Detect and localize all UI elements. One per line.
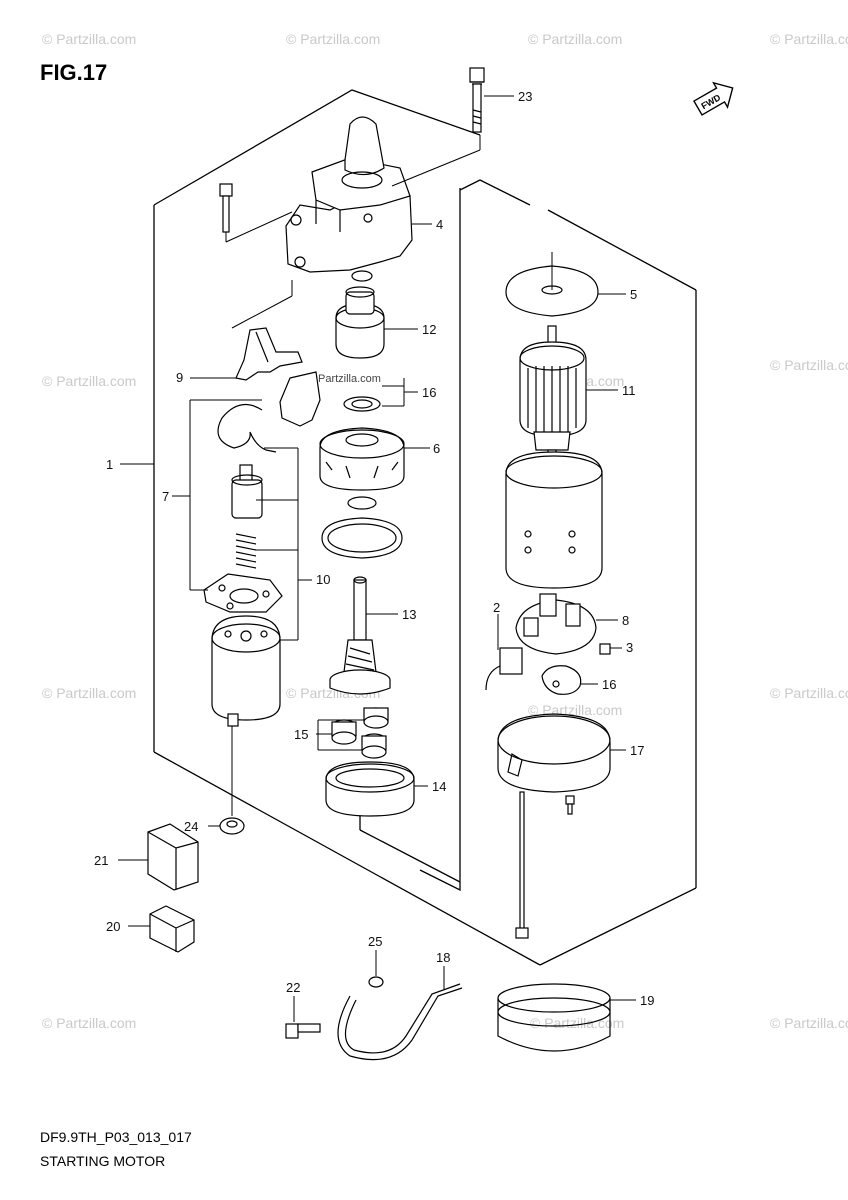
gear-housing [319, 427, 430, 491]
washer-16-right [541, 665, 598, 695]
callout-22: 22 [286, 980, 300, 995]
screw-small [565, 795, 575, 815]
bolt-23 [469, 67, 514, 133]
callout-12: 12 [422, 322, 436, 337]
callout-23: 23 [518, 89, 532, 104]
drive-shaft [329, 576, 398, 695]
callout-25: 25 [368, 934, 382, 949]
brush-lead [485, 614, 523, 691]
band-18 [337, 966, 463, 1061]
group-bracket [120, 399, 312, 641]
pinion-gear [335, 286, 418, 359]
watermark: © Partzilla.com [42, 31, 136, 47]
watermarks: © Partzilla.com © Partzilla.com © Partzi… [42, 31, 848, 1031]
armature [519, 325, 618, 461]
callout-3: 3 [626, 640, 633, 655]
callout-6: 6 [433, 441, 440, 456]
watermark-inline: Partzilla.com [318, 373, 381, 385]
watermark: © Partzilla.com [286, 31, 380, 47]
plunger [231, 464, 263, 519]
callout-1: 1 [106, 457, 113, 472]
spring-clip [217, 403, 277, 453]
relay-21 [118, 823, 199, 891]
callout-18: 18 [436, 950, 450, 965]
watermark: © Partzilla.com [528, 31, 622, 47]
bolt-small [219, 183, 293, 243]
bolt-22 [285, 996, 321, 1039]
gasket-plate [203, 573, 283, 613]
nut-25 [368, 950, 384, 988]
callout-13: 13 [402, 607, 416, 622]
plunger-holder: Partzilla.com [279, 371, 381, 427]
motor-housing-left [211, 615, 281, 727]
watermark: © Partzilla.com [770, 685, 848, 701]
yoke [505, 451, 603, 589]
grommet-24 [208, 726, 245, 835]
callout-17: 17 [630, 743, 644, 758]
callout-7: 7 [162, 489, 169, 504]
callout-labels: 1 2 3 4 5 6 7 8 9 10 11 12 13 14 15 16 1… [94, 89, 654, 1008]
callout-21: 21 [94, 853, 108, 868]
gasket-center [321, 517, 403, 559]
relay-20 [128, 905, 195, 953]
watermark: © Partzilla.com [42, 685, 136, 701]
solenoid-housing [285, 116, 481, 282]
watermark: © Partzilla.com [42, 1015, 136, 1031]
callout-2: 2 [493, 600, 500, 615]
callout-15: 15 [294, 727, 308, 742]
watermark: © Partzilla.com [770, 1015, 848, 1031]
figure-code: DF9.9TH_P03_013_017 [40, 1129, 192, 1145]
shift-lever [190, 327, 303, 381]
spring [235, 533, 257, 569]
fwd-arrow-icon: FWD [693, 81, 734, 116]
watermark: © Partzilla.com [770, 31, 848, 47]
callout-11: 11 [622, 383, 636, 398]
callout-14: 14 [432, 779, 446, 794]
through-bolt [515, 791, 529, 939]
planet-gears [316, 707, 389, 759]
end-cap [497, 713, 626, 793]
callout-10: 10 [316, 572, 330, 587]
callout-8: 8 [622, 613, 629, 628]
brush-holder [515, 593, 618, 655]
ring-19 [497, 983, 636, 1052]
assembly-frame [153, 89, 697, 966]
watermark: © Partzilla.com [770, 357, 848, 373]
internal-gear [325, 761, 428, 817]
watermark: © Partzilla.com [42, 373, 136, 389]
callout-5: 5 [630, 287, 637, 302]
o-ring [347, 496, 377, 510]
figure-title: FIG.17 [40, 60, 107, 85]
callout-16-center: 16 [422, 385, 436, 400]
callout-20: 20 [106, 919, 120, 934]
figure-name: STARTING MOTOR [40, 1153, 165, 1169]
callout-19: 19 [640, 993, 654, 1008]
callout-4: 4 [436, 217, 443, 232]
washers-16 [343, 378, 418, 412]
nut-3 [599, 643, 622, 655]
washer-5 [505, 252, 626, 317]
callout-16-right: 16 [602, 677, 616, 692]
callout-24: 24 [184, 819, 198, 834]
callout-9: 9 [176, 370, 183, 385]
watermark: © Partzilla.com [530, 1015, 624, 1031]
